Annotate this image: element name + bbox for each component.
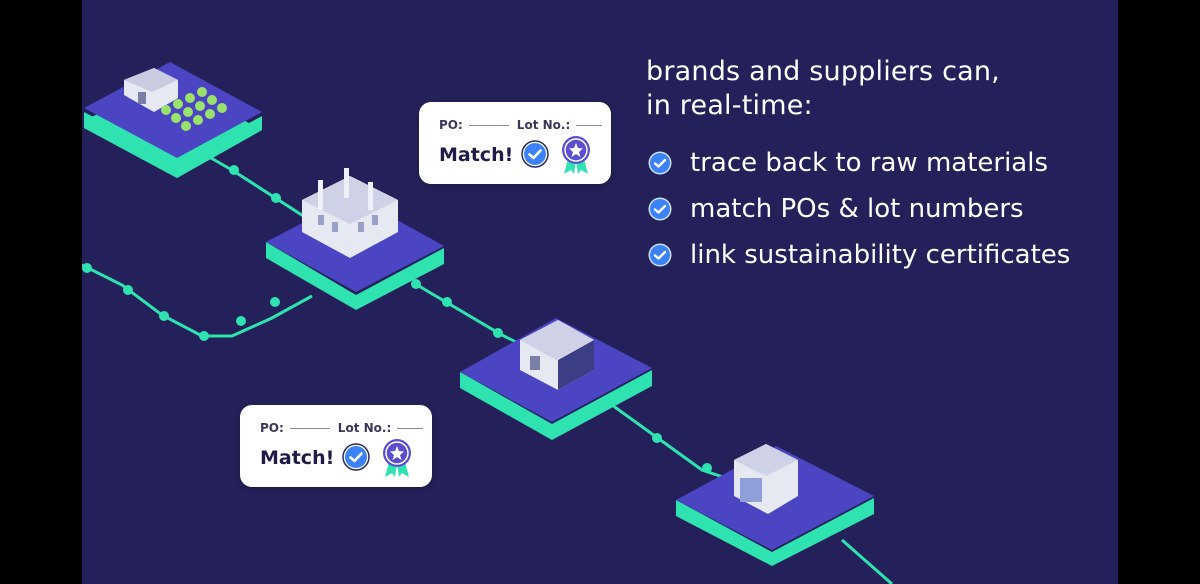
feature-item: match POs & lot numbers (648, 186, 1070, 232)
divider (289, 428, 330, 429)
crops-icon (161, 87, 227, 131)
headline-line-1: brands and suppliers can, (646, 56, 1000, 87)
path-node (493, 328, 503, 338)
lot-label: Lot No.: (337, 421, 392, 435)
features-list: trace back to raw materials match POs & … (648, 140, 1070, 278)
award-ribbon-icon (562, 136, 590, 174)
lot-label: Lot No.: (516, 118, 571, 132)
path-node (123, 285, 133, 295)
factory-icon (302, 168, 398, 258)
barn-icon (124, 68, 178, 112)
path-node (442, 297, 452, 307)
match-card: PO: Lot No.: Match! (419, 102, 611, 184)
po-label: PO: (260, 421, 284, 435)
path-node (411, 279, 421, 289)
store-icon (734, 444, 798, 514)
check-circle-icon (648, 197, 672, 221)
warehouse-icon (520, 320, 594, 390)
path-node (270, 297, 280, 307)
factory-tile (266, 168, 444, 310)
feature-item: link sustainability certificates (648, 232, 1070, 278)
award-ribbon-icon (383, 439, 411, 477)
path-node (159, 311, 169, 321)
path-node (236, 316, 246, 326)
check-circle-icon (648, 243, 672, 267)
card-header-row: PO: Lot No.: (260, 421, 431, 435)
check-circle-icon (648, 151, 672, 175)
divider (468, 125, 509, 126)
path-warehouse-to-store (611, 403, 733, 482)
divider (576, 125, 603, 126)
feature-label: trace back to raw materials (690, 148, 1049, 178)
match-status: Match! (439, 144, 514, 166)
headline-line-2: in real-time: (646, 90, 813, 121)
supply-chain-illustration (82, 62, 893, 584)
store-tile (676, 444, 874, 566)
headline: brands and suppliers can, in real-time: (646, 55, 1000, 123)
path-node (199, 331, 209, 341)
path-node (82, 263, 92, 273)
path-node (229, 165, 239, 175)
match-card: PO: Lot No.: Match! (240, 405, 432, 487)
check-circle-icon (342, 443, 370, 471)
warehouse-tile (460, 318, 652, 440)
supply-chain-slide: PO: Lot No.: Match! PO: Lot No.: Match! (82, 0, 1118, 584)
feature-item: trace back to raw materials (648, 140, 1070, 186)
match-status: Match! (260, 447, 335, 469)
check-circle-icon (521, 140, 549, 168)
divider (397, 428, 424, 429)
feature-label: link sustainability certificates (690, 240, 1071, 270)
path-node (271, 193, 281, 203)
feature-label: match POs & lot numbers (690, 194, 1024, 224)
path-node (652, 433, 662, 443)
farm-tile (84, 62, 262, 178)
path-node (702, 463, 712, 473)
card-header-row: PO: Lot No.: (439, 118, 610, 132)
path-nodes (82, 165, 712, 473)
path-store-exit (841, 538, 893, 584)
po-label: PO: (439, 118, 463, 132)
